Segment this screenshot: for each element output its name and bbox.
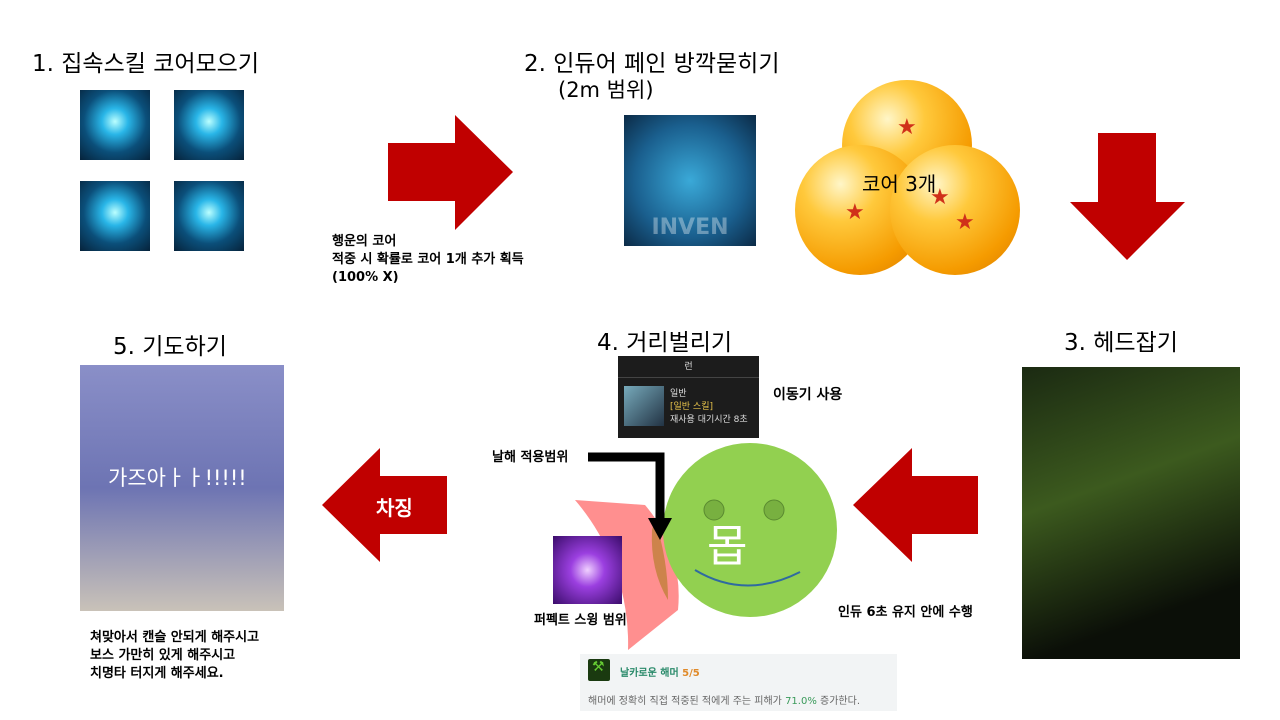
pray-photo: 가즈아ㅏㅏ!!!!!: [80, 365, 284, 611]
headbang-photo: [1022, 367, 1240, 659]
hammer-range-label: 날해 적용범위: [492, 450, 569, 465]
charging-label: 차징: [376, 496, 413, 520]
endure-pain-icon: INVEN: [624, 115, 756, 246]
arrow-left-charging: [322, 448, 447, 562]
skill-icon: [174, 90, 244, 160]
step4-title: 4. 거리벌리기: [597, 330, 733, 356]
step2-range: (2m 범위): [558, 78, 654, 102]
sharp-hammer-tooltip: ⚒ 날카로운 해머 5/5 해머에 정확히 직접 적중된 적에게 주는 피해가 …: [580, 654, 897, 711]
arrow-right: [388, 115, 513, 230]
skill-icon: [174, 181, 244, 251]
core-ball: ★★: [890, 145, 1020, 275]
mob-mouth: [694, 569, 801, 587]
arrow-down: [1070, 133, 1185, 260]
step2-title: 2. 인듀어 페인 방깍묻히기: [524, 51, 780, 77]
step3-title: 3. 헤드잡기: [1064, 330, 1178, 356]
skill-icon: [80, 181, 150, 251]
core-count: 코어 3개: [862, 172, 937, 196]
step5-title: 5. 기도하기: [113, 334, 227, 360]
arrow-left-from-3: [853, 448, 978, 562]
mob-eye-left: [703, 499, 725, 521]
mob-eye-right: [763, 499, 785, 521]
perfect-swing-label: 퍼펙트 스윙 범위: [534, 613, 627, 628]
step3-note: 인듀 6초 유지 안에 수행: [838, 605, 973, 620]
perfect-swing-icon: [553, 536, 622, 604]
mob-circle: [663, 443, 837, 617]
run-skill-card: 런 일반 [일반 스킬] 재사용 대기시간 8초: [618, 356, 759, 438]
step1-title: 1. 집속스킬 코어모으기: [32, 51, 260, 77]
overlap: [651, 520, 668, 600]
mob-label: 몹: [707, 521, 748, 572]
skill-icon: [80, 90, 150, 160]
move-label: 이동기 사용: [773, 387, 843, 403]
hammer-range-arrow: [588, 452, 665, 520]
